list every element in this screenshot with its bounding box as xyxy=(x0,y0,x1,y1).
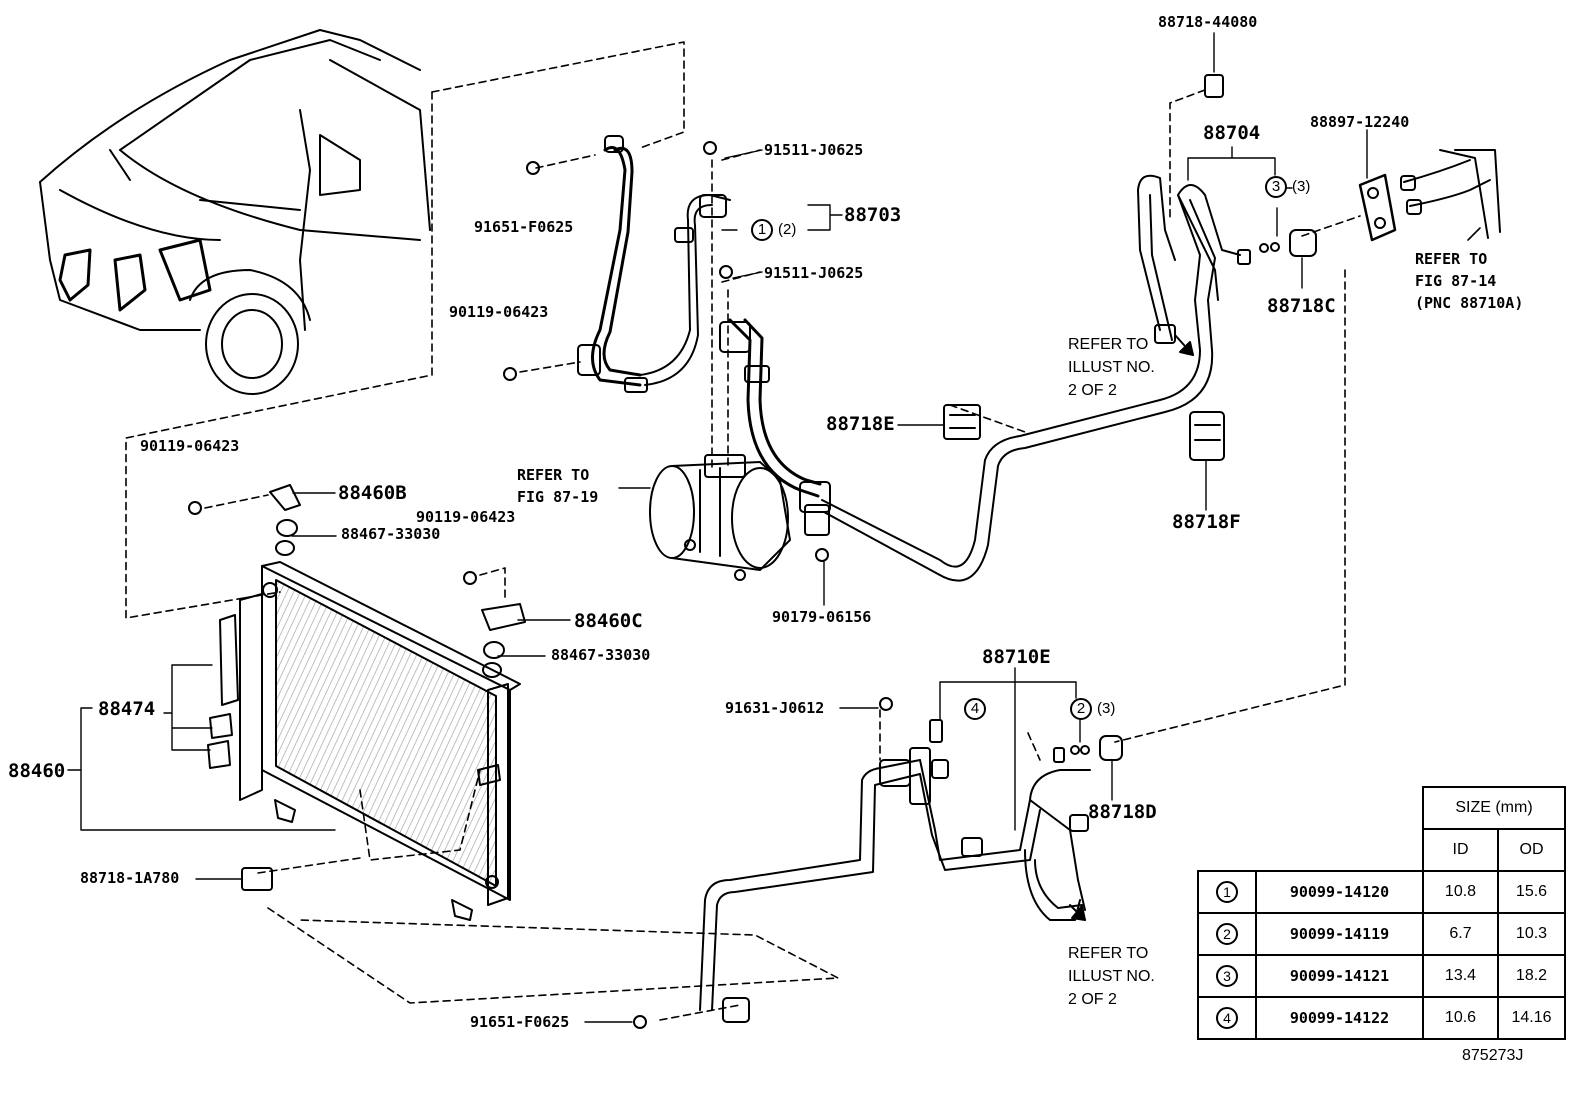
id-header: ID xyxy=(1422,828,1499,872)
callout-circle: 3 xyxy=(1265,176,1287,198)
part-label: 91511-J0625 xyxy=(764,264,864,282)
part-label: 90179-06156 xyxy=(772,608,872,626)
vehicle-outline xyxy=(39,29,431,395)
part-label: 88718-44080 xyxy=(1158,13,1258,31)
refer-note-illust-top: REFER TO ILLUST NO. 2 OF 2 xyxy=(1068,336,1155,399)
table-row: 1 90099-14120 10.8 15.6 xyxy=(1197,870,1566,914)
ref-circle: 1 xyxy=(1216,881,1238,903)
part-label: 88460B xyxy=(338,482,407,504)
part-label: 90119-06423 xyxy=(416,508,516,526)
part-label: 91651-F0625 xyxy=(474,218,574,236)
callout-quantity: (3) xyxy=(1097,700,1116,717)
part-label: 90119-06423 xyxy=(449,303,549,321)
part-label: 88467-33030 xyxy=(341,525,441,543)
refer-note-fig-87-19: REFER TO FIG 87-19 xyxy=(517,466,599,506)
part-label: 91631-J0612 xyxy=(725,699,825,717)
part-cell: 90099-14122 xyxy=(1255,996,1424,1040)
fastener-glyphs xyxy=(188,141,893,1029)
part-cell: 90099-14120 xyxy=(1255,870,1424,914)
refer-note-illust-bottom: REFER TO ILLUST NO. 2 OF 2 xyxy=(1068,945,1155,1008)
part-label: 88710E xyxy=(982,646,1051,668)
o-ring-size-table: SIZE (mm) ID OD 1 90099-14120 10.8 15.6 … xyxy=(1197,786,1566,1040)
part-label: 88718C xyxy=(1267,295,1336,317)
part-label: 91511-J0625 xyxy=(764,141,864,159)
compressor-outline xyxy=(649,454,791,581)
part-label: 88467-33030 xyxy=(551,646,651,664)
part-cell: 90099-14121 xyxy=(1255,954,1424,998)
callout-quantity: (2) xyxy=(778,221,797,238)
id-cell: 10.6 xyxy=(1422,996,1499,1040)
part-label: 88460 xyxy=(8,760,66,782)
table-row: 2 90099-14119 6.7 10.3 xyxy=(1197,912,1566,956)
part-label: 88460C xyxy=(574,610,643,632)
ref-circle: 2 xyxy=(1216,923,1238,945)
id-cell: 10.8 xyxy=(1422,870,1499,914)
part-label: 88704 xyxy=(1203,122,1261,144)
part-cell: 90099-14119 xyxy=(1255,912,1424,956)
od-cell: 15.6 xyxy=(1497,870,1566,914)
part-label: 88718D xyxy=(1088,801,1157,823)
table-row: 3 90099-14121 13.4 18.2 xyxy=(1197,954,1566,998)
id-cell: 6.7 xyxy=(1422,912,1499,956)
od-cell: 18.2 xyxy=(1497,954,1566,998)
part-label: 88718E xyxy=(826,413,895,435)
callout-circle: 1 xyxy=(751,219,773,241)
od-cell: 10.3 xyxy=(1497,912,1566,956)
condenser-outline xyxy=(219,561,521,921)
part-label: 90119-06423 xyxy=(140,437,240,455)
ref-circle: 4 xyxy=(1216,1007,1238,1029)
refer-note-fig-87-14: REFER TO FIG 87-14 (PNC 88710A) xyxy=(1415,250,1524,312)
od-header: OD xyxy=(1497,828,1566,872)
part-label: 88474 xyxy=(98,698,156,720)
illustration-id: 875273J xyxy=(1462,1047,1524,1064)
od-cell: 14.16 xyxy=(1497,996,1566,1040)
size-header: SIZE (mm) xyxy=(1422,786,1566,830)
id-cell: 13.4 xyxy=(1422,954,1499,998)
table-row: 4 90099-14122 10.6 14.16 xyxy=(1197,996,1566,1040)
part-label: 91651-F0625 xyxy=(470,1013,570,1031)
part-label: 88897-12240 xyxy=(1310,113,1410,131)
part-label: 88703 xyxy=(844,204,902,226)
callout-circle: 2 xyxy=(1070,698,1092,720)
part-label: 88718-1A780 xyxy=(80,869,180,887)
part-label: 88718F xyxy=(1172,511,1241,533)
callout-quantity: (3) xyxy=(1292,178,1311,195)
callout-circle: 4 xyxy=(964,698,986,720)
ref-circle: 3 xyxy=(1216,965,1238,987)
